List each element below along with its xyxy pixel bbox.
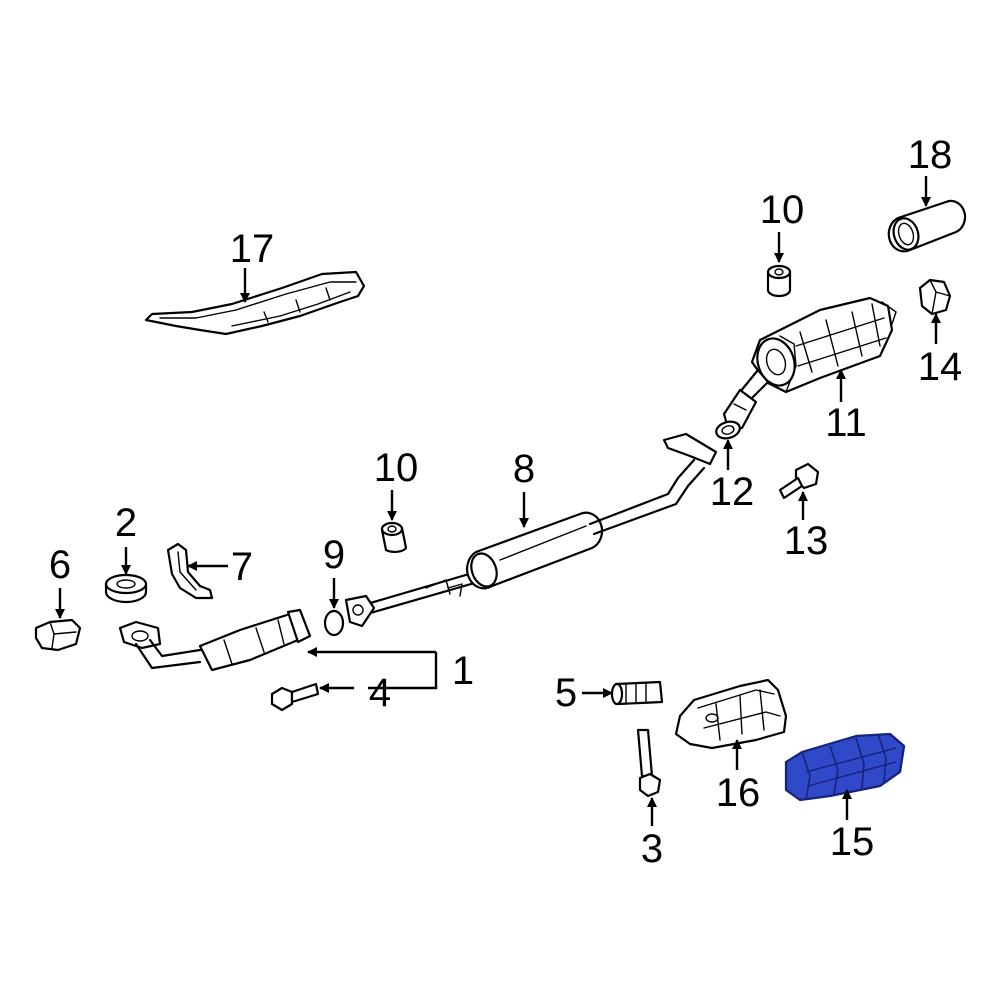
part-8-center-pipe-resonator[interactable] xyxy=(344,432,718,628)
part-7-insulator-bracket[interactable] xyxy=(166,542,214,600)
callout-2: 2 xyxy=(115,501,137,545)
callout-15: 15 xyxy=(830,820,875,864)
callout-8: 8 xyxy=(513,447,535,491)
callout-3: 3 xyxy=(641,827,663,871)
callout-9: 9 xyxy=(323,533,345,577)
callout-16: 16 xyxy=(716,771,761,815)
callout-7: 7 xyxy=(231,545,253,589)
callout-5: 5 xyxy=(555,671,577,715)
callout-labels: 1 2 3 4 5 6 7 8 9 10 10 11 12 13 14 15 1… xyxy=(49,133,962,871)
callout-10-right: 10 xyxy=(760,188,805,232)
part-1-front-pipe-converter[interactable] xyxy=(118,608,312,672)
callout-6: 6 xyxy=(49,543,71,587)
part-16-heat-shield[interactable] xyxy=(674,678,788,750)
callout-11: 11 xyxy=(825,401,867,445)
part-18-tail-pipe-tip[interactable] xyxy=(887,199,967,253)
part-5-insulator[interactable] xyxy=(610,680,664,706)
callout-18: 18 xyxy=(908,133,953,177)
callout-10-left: 10 xyxy=(374,446,419,490)
part-3-stud-bolt[interactable] xyxy=(636,728,662,798)
part-13-bolt[interactable] xyxy=(778,462,820,500)
part-17-heat-shield[interactable] xyxy=(144,270,366,336)
part-10-hanger-insulator-left[interactable] xyxy=(380,521,408,553)
part-12-gasket[interactable] xyxy=(714,419,741,441)
part-15-heat-shield-highlighted[interactable] xyxy=(784,732,906,802)
part-4-bolt[interactable] xyxy=(270,682,320,712)
callout-12: 12 xyxy=(710,470,755,514)
part-14-hanger[interactable] xyxy=(918,278,952,316)
part-6-sensor-clip[interactable] xyxy=(34,618,82,652)
callout-1: 1 xyxy=(452,649,474,693)
part-2-gasket-ring[interactable] xyxy=(104,573,148,604)
leader-lines xyxy=(55,176,941,826)
callout-17: 17 xyxy=(230,227,275,271)
part-9-gasket[interactable] xyxy=(323,609,345,637)
part-11-muffler[interactable] xyxy=(722,296,897,430)
callout-13: 13 xyxy=(784,519,829,563)
callout-4: 4 xyxy=(369,671,391,715)
part-10-hanger-insulator-right[interactable] xyxy=(766,264,792,298)
callout-14: 14 xyxy=(918,345,963,389)
